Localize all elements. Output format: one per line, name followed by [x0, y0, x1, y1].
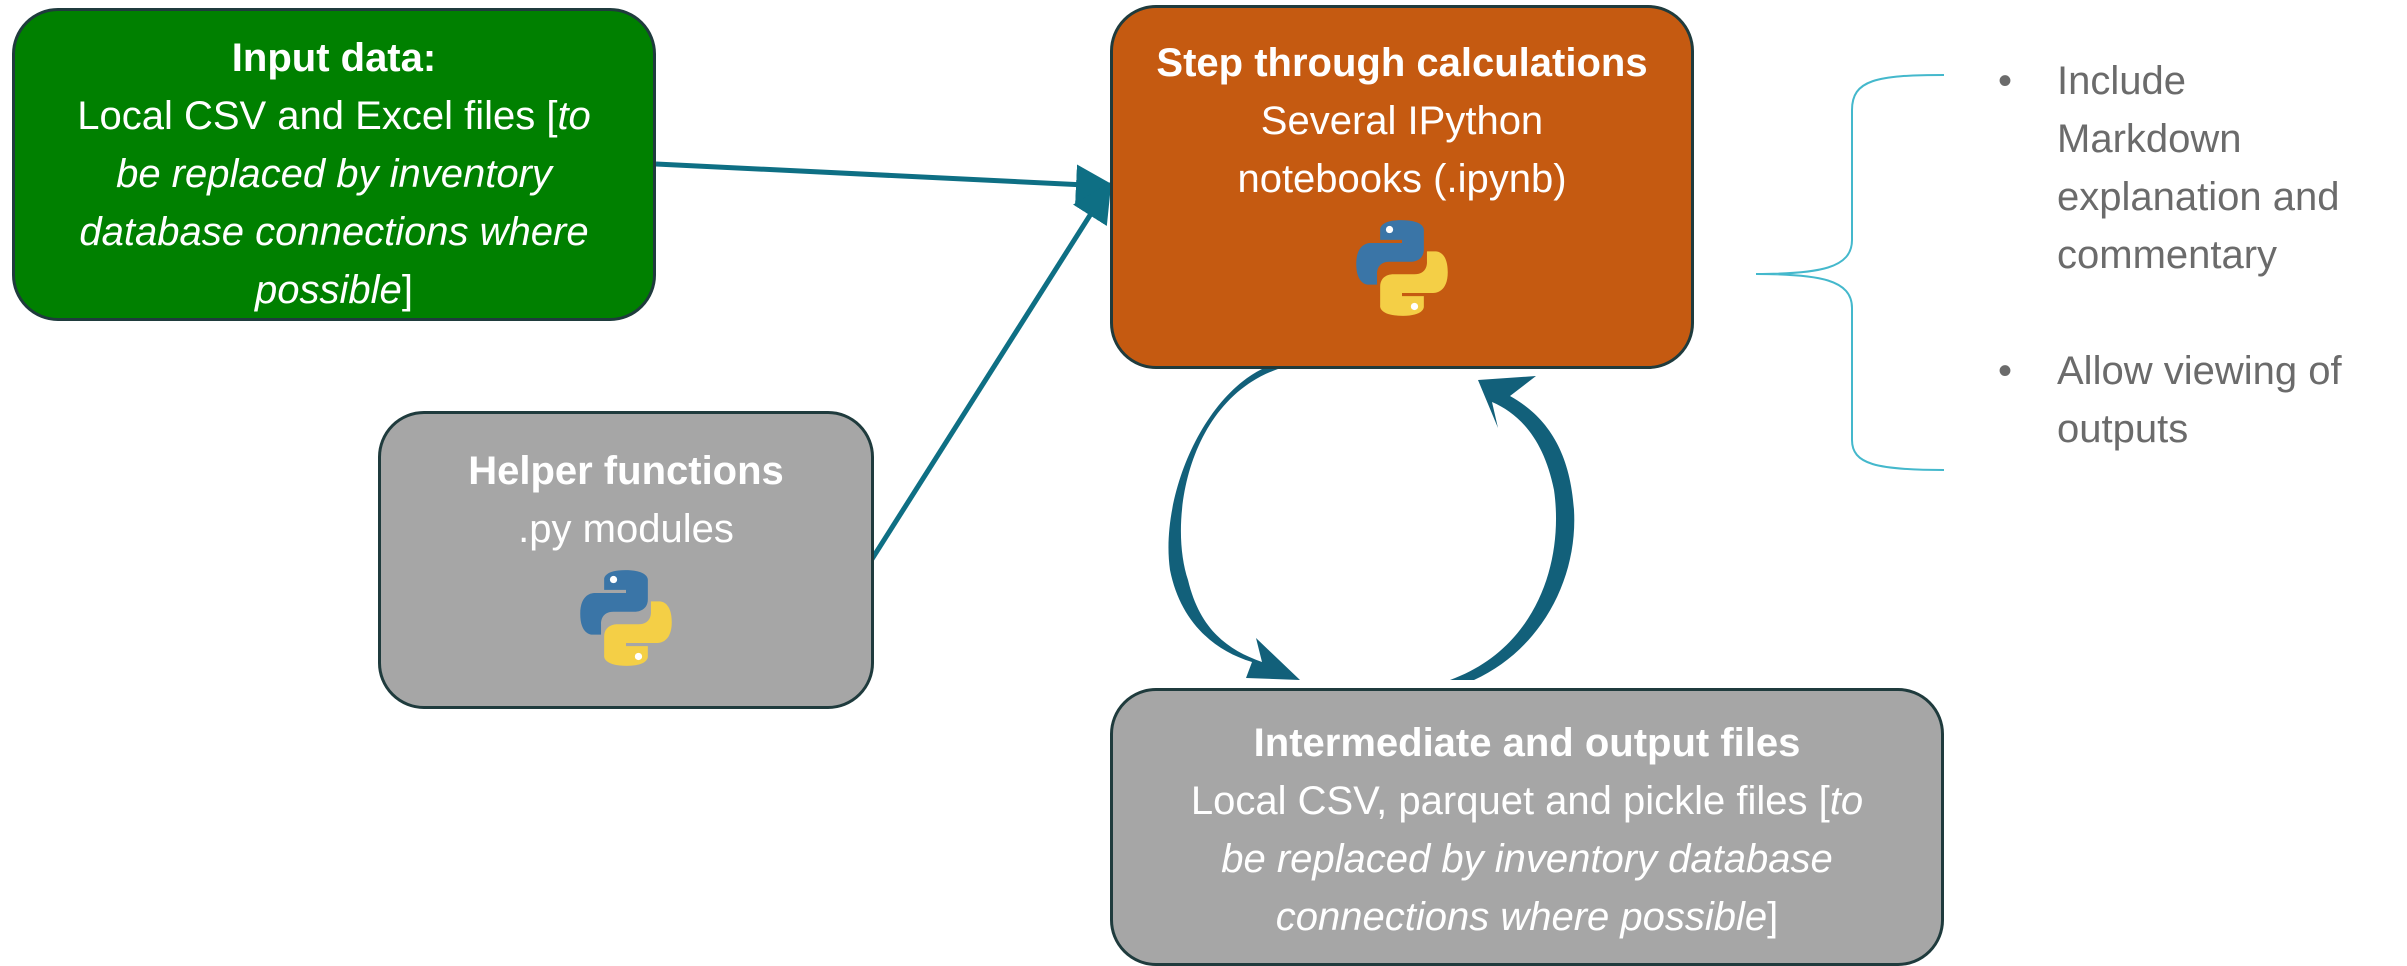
intermediate-output-title: Intermediate and output files: [1253, 721, 1801, 765]
curly-brace-bracket: [1755, 74, 1945, 471]
helper-functions-node: Helper functions .py modules: [378, 411, 874, 709]
helper-functions-title: Helper functions: [468, 449, 784, 493]
arrow-input-to-step: [655, 161, 1116, 205]
note-line: outputs: [2057, 407, 2189, 451]
step-calculations-node: Step through calculations Several IPytho…: [1110, 5, 1694, 369]
curved-arrow-intermediate-to-step: [1450, 376, 1575, 680]
step-calculations-line-2: notebooks (.ipynb): [1237, 157, 1567, 201]
bullet-dot: •: [1998, 59, 2013, 103]
python-logo-icon: [1356, 220, 1448, 316]
note-line: Include: [2057, 59, 2186, 103]
notes-list: • Include Markdown explanation and comme…: [1990, 52, 2407, 516]
helper-functions-line-1: .py modules: [518, 507, 734, 551]
step-calculations-line-1: Several IPython: [1260, 99, 1544, 143]
python-logo-icon: [580, 570, 672, 666]
input-data-line-1: Local CSV and Excel files [to: [77, 94, 591, 138]
input-data-title: Input data:: [231, 36, 437, 80]
curved-arrow-step-to-intermediate: [1168, 369, 1300, 680]
note-line: explanation and: [2057, 175, 2340, 219]
note-line: Markdown: [2057, 117, 2242, 161]
intermediate-output-line-3: connections where possible]: [1275, 895, 1779, 939]
note-line: Allow viewing of: [2057, 349, 2342, 393]
arrow-helper-to-step: [869, 181, 1112, 561]
input-data-line-2: be replaced by inventory: [116, 152, 552, 196]
input-data-line-4: possible]: [255, 268, 413, 312]
intermediate-output-line-1: Local CSV, parquet and pickle files [to: [1190, 779, 1864, 823]
note-item: • Allow viewing of outputs: [1990, 342, 2407, 458]
bullet-dot: •: [1998, 349, 2013, 393]
note-item: • Include Markdown explanation and comme…: [1990, 52, 2407, 284]
intermediate-output-line-2: be replaced by inventory database: [1221, 837, 1833, 881]
note-line: commentary: [2057, 233, 2278, 277]
intermediate-output-node: Intermediate and output files Local CSV,…: [1110, 688, 1944, 966]
step-calculations-title: Step through calculations: [1156, 41, 1648, 85]
input-data-line-3: database connections where: [79, 210, 589, 254]
input-data-node: Input data: Local CSV and Excel files [t…: [12, 8, 656, 321]
